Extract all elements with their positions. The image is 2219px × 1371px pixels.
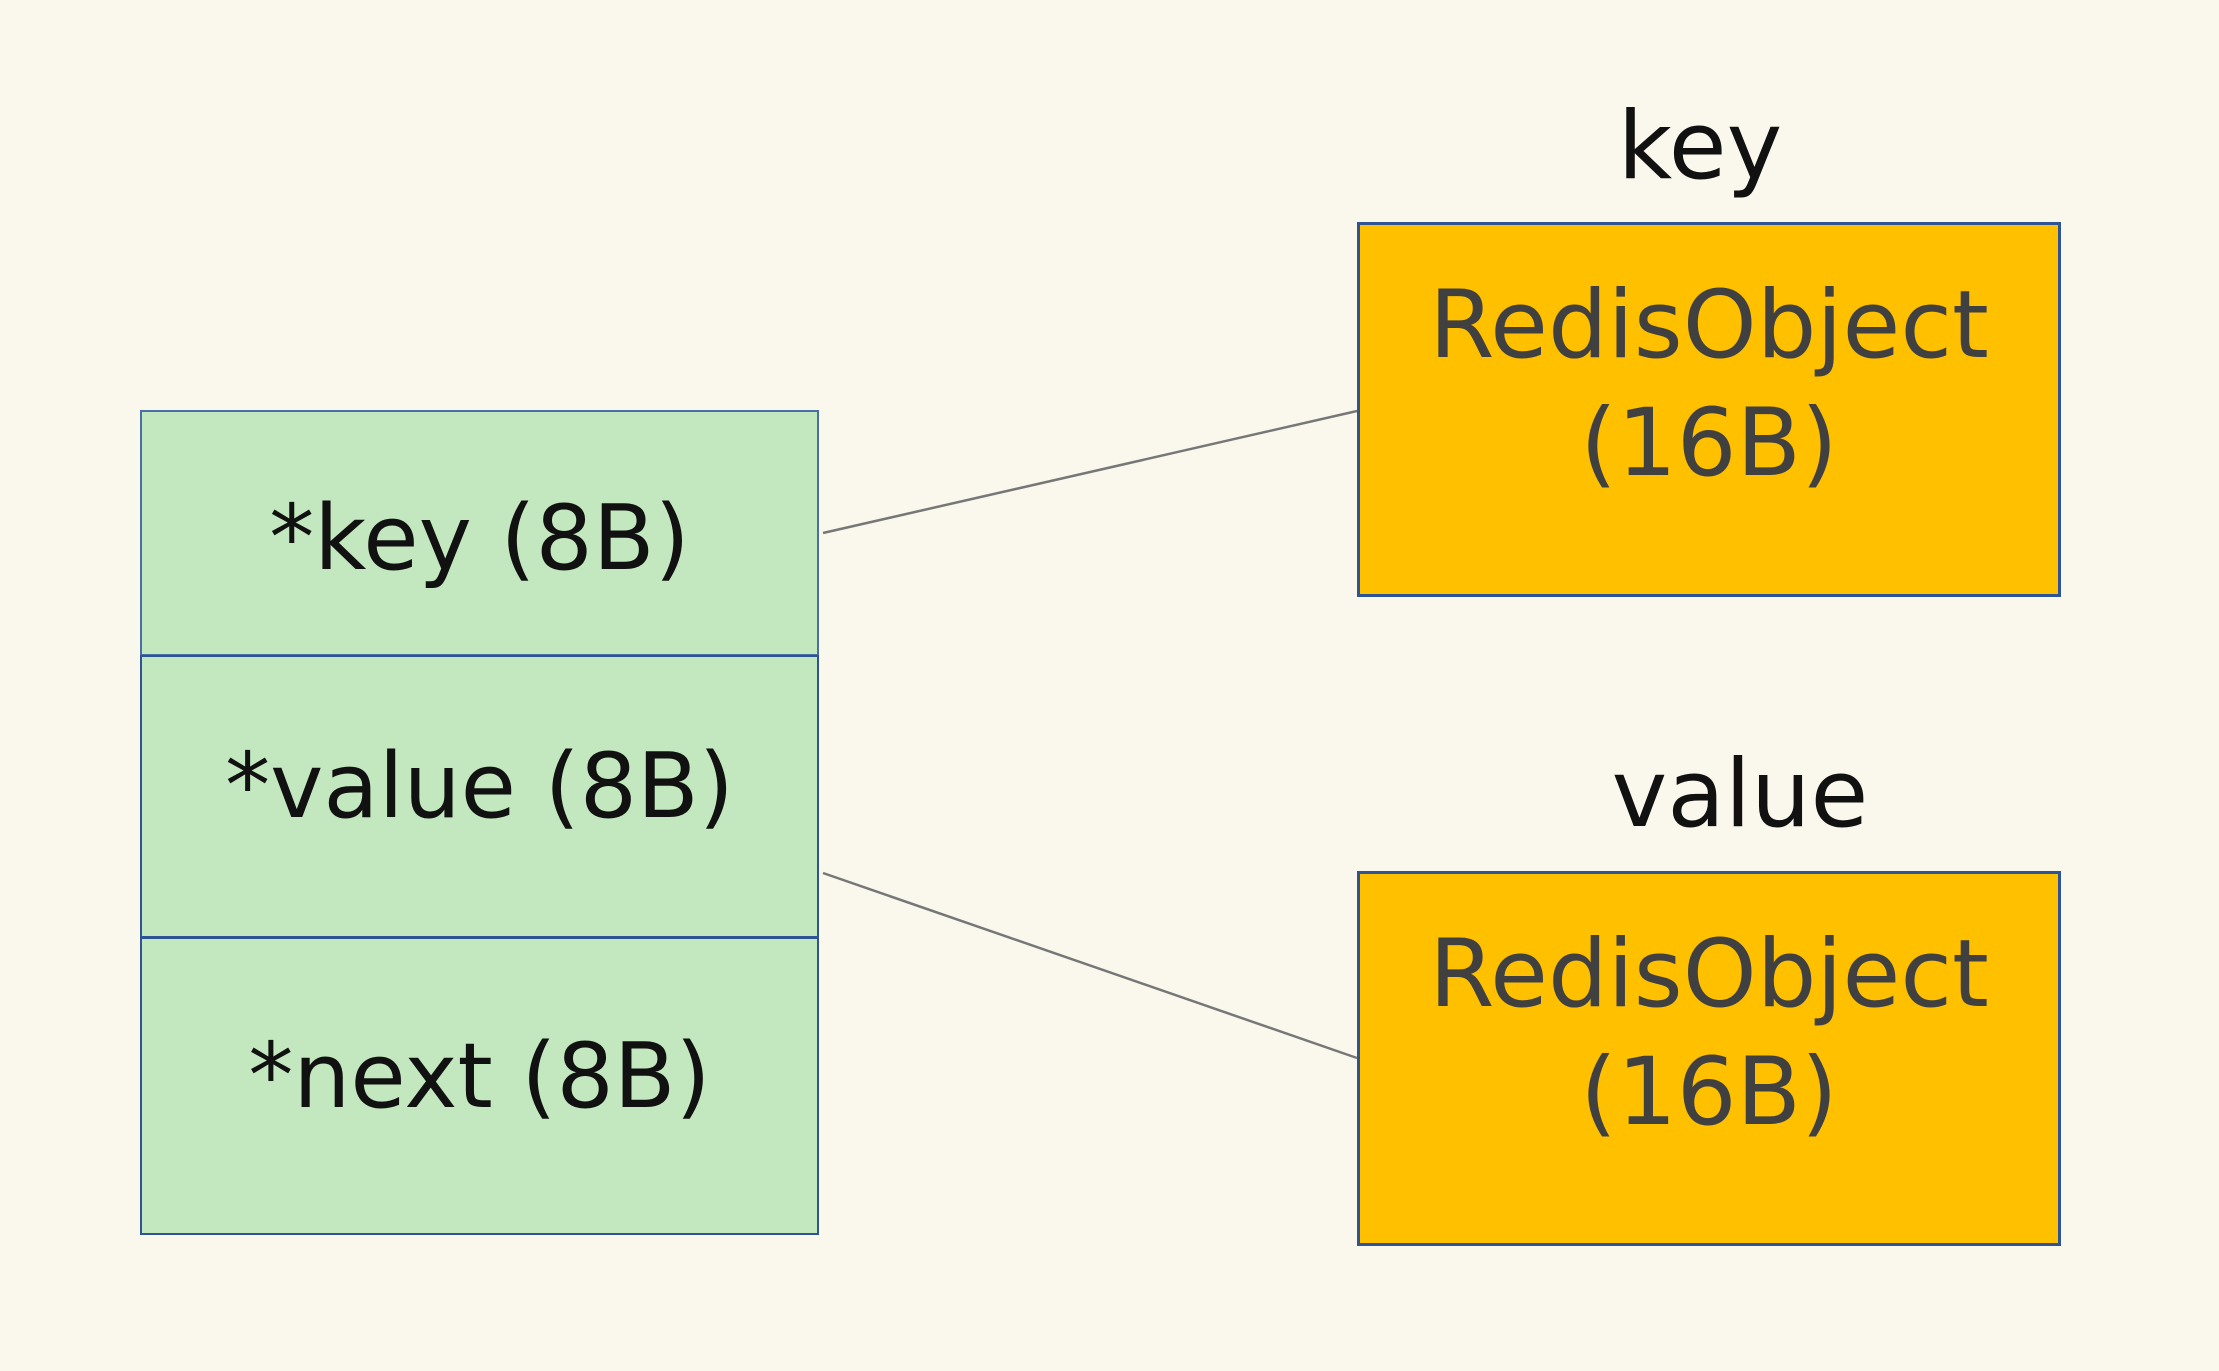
next-pointer-label: *next (8B) <box>248 1023 711 1129</box>
value-object-caption: value <box>1611 740 1869 849</box>
key-pointer-label: *key (8B) <box>269 485 690 591</box>
key-object-name: RedisObject <box>1429 271 1989 380</box>
value-pointer-label: *value (8B) <box>225 734 734 839</box>
value-redis-object: RedisObject (16B) <box>1357 871 2061 1246</box>
key-object-size: (16B) <box>1580 388 1838 498</box>
dict-entry-struct: *key (8B) *value (8B) *next (8B) <box>140 410 823 1235</box>
key-redis-object: RedisObject (16B) <box>1357 222 2061 597</box>
value-pointer-field: *value (8B) <box>140 655 819 938</box>
next-pointer-field: *next (8B) <box>140 937 819 1235</box>
value-pointer-line <box>822 871 1358 1060</box>
key-object-caption: key <box>1617 92 1783 201</box>
value-object-name: RedisObject <box>1429 920 1989 1029</box>
key-pointer-field: *key (8B) <box>140 410 819 656</box>
value-object-size: (16B) <box>1580 1037 1838 1147</box>
key-pointer-line <box>822 409 1358 535</box>
